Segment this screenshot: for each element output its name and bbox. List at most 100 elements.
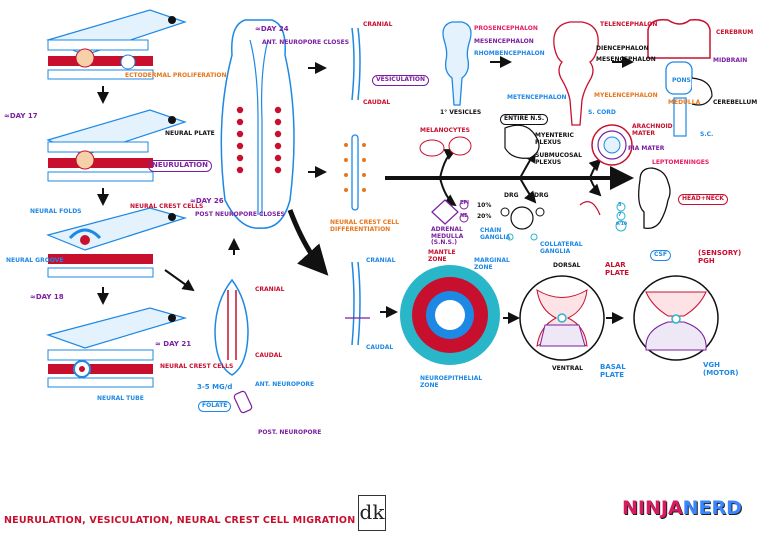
label-myenteric: MYENTERIC PLEXUS <box>535 132 574 146</box>
label-adrenal: ADRENAL MEDULLA (S.N.S.) <box>431 226 464 247</box>
arrow-to-adrenal <box>439 177 457 207</box>
arrow-to-head-neck <box>588 177 602 197</box>
label-vgh: VGH (MOTOR) <box>703 361 739 377</box>
melanocytes-drawing <box>419 136 472 157</box>
label-metencephalon: METENCEPHALON <box>507 94 567 101</box>
label-medulla: MEDULLA <box>668 99 701 106</box>
label-mesencephalon: MESENCEPHALON <box>474 38 534 45</box>
secondary-vesicles <box>553 21 599 126</box>
label-neural-groove: NEURAL GROOVE <box>6 257 64 264</box>
label-arachnoid: ARACHNOID MATER <box>632 123 673 137</box>
label-primary-vesicles: 1° VESICLES <box>440 109 482 116</box>
label-mesencephalon-2: MESENCEPHALON <box>596 56 656 63</box>
spinal-ganglia-drawing <box>500 206 545 241</box>
label-day21: ≈ DAY 21 <box>155 340 192 348</box>
label-drg-1: DRG <box>504 192 519 199</box>
arrow-to-melanocytes <box>439 149 457 179</box>
label-prosencephalon: PROSENCEPHALON <box>474 25 538 32</box>
label-n5: 5 <box>618 202 622 208</box>
label-10pct: 10% <box>477 202 492 209</box>
slab-neural-plate <box>46 109 187 182</box>
brand-word-1: NINJA <box>622 497 683 519</box>
adrenal-drawing <box>431 199 469 225</box>
label-sc: S.C. <box>700 131 714 138</box>
tube-ncc <box>344 134 366 211</box>
label-neurulation: NEURULATION <box>148 160 212 172</box>
slab-ectodermal-proliferation <box>46 9 187 80</box>
label-ant-neuropore: ANT. NEUROPORE <box>255 381 315 388</box>
label-myelencephalon: MYELENCEPHALON <box>594 92 658 99</box>
page-title: NEURULATION, VESICULATION, NEURAL CREST … <box>4 515 356 526</box>
label-folate: FOLATE <box>198 401 232 412</box>
label-pia: PIA MATER <box>628 145 665 152</box>
label-vesiculation: VESICULATION <box>372 75 430 86</box>
label-neural-plate: NEURAL PLATE <box>165 130 215 137</box>
gut-plexus-drawing <box>504 124 540 159</box>
primary-vesicles <box>442 21 472 106</box>
label-diencephalon: DIENCEPHALON <box>596 45 649 52</box>
label-neuroepithelial: NEUROEPITHELIAL ZONE <box>420 375 483 389</box>
label-pons: PONS <box>672 77 691 84</box>
label-neural-folds: NEURAL FOLDS <box>30 208 82 215</box>
label-n910: 9/10 <box>616 222 628 227</box>
label-cranial-2: CRANIAL <box>363 21 393 28</box>
arrow-to-day26 <box>164 269 195 292</box>
label-cerebrum: CEREBRUM <box>716 29 754 36</box>
arrow-to-tube-section <box>287 209 329 276</box>
dk-logo: dk <box>358 495 386 531</box>
label-caudal-2: CAUDAL <box>363 99 391 106</box>
label-cerebellum: CEREBELLUM <box>713 99 758 106</box>
label-20pct: 20% <box>477 213 492 220</box>
label-mantle: MANTLE ZONE <box>428 249 456 263</box>
label-submucosal: SUBMUCOSAL PLEXUS <box>535 152 582 166</box>
label-n7: 7 <box>618 212 622 218</box>
label-day18: ≈DAY 18 <box>30 293 64 301</box>
slab-neural-folds <box>46 207 188 278</box>
label-post-closes: POST NEUROPORE CLOSES <box>195 211 285 218</box>
label-csf: CSF <box>650 250 671 261</box>
label-alar: ALAR PLATE <box>605 261 630 277</box>
label-neural-crest-cells-2: NEURAL CREST CELLS <box>160 363 234 370</box>
neural-tube-zones <box>400 265 500 365</box>
label-cranial-1: CRANIAL <box>255 286 285 293</box>
label-caudal-1: CAUDAL <box>255 352 283 359</box>
label-collateral: COLLATERAL GANGLIA <box>540 241 583 255</box>
meninges-drawing <box>591 124 633 166</box>
label-day24: ≈DAY 24 <box>255 25 289 33</box>
label-telencephalon: TELENCEPHALON <box>600 21 658 28</box>
label-s-cord: S. CORD <box>588 109 616 116</box>
arrow-to-meninges <box>588 158 602 179</box>
embryo-day26 <box>214 278 253 414</box>
label-ventral: VENTRAL <box>552 365 583 372</box>
label-ant-closes: ANT. NEUROPORE CLOSES <box>262 39 350 46</box>
label-day17: ≈DAY 17 <box>4 112 38 120</box>
ninja-nerd-logo: NINJANERD <box>622 497 742 519</box>
label-post-neuropore: POST. NEUROPORE <box>258 429 322 436</box>
label-marginal: MARGINAL ZONE <box>474 257 510 271</box>
label-neural-crest-cells-1: NEURAL CREST CELLS <box>130 203 204 210</box>
label-basal: BASAL PLATE <box>600 363 626 379</box>
embryo-day24 <box>220 19 295 229</box>
label-melanocytes: MELANOCYTES <box>420 127 470 134</box>
label-ne: NE <box>460 213 468 219</box>
label-sensory: (SENSORY) PGH <box>698 249 742 265</box>
label-dose: 3-5 MG/d <box>197 383 233 391</box>
slab-neural-tube <box>45 307 188 388</box>
tube-cranial-caudal-1 <box>351 27 361 101</box>
alar-basal-plates <box>519 275 605 361</box>
label-ncc-differentiation: NEURAL CREST CELL DIFFERENTIATION <box>330 219 399 233</box>
label-head-neck: HEAD+NECK <box>678 194 728 205</box>
dk-logo-text: dk <box>359 500 385 524</box>
label-dorsal: DORSAL <box>553 262 581 269</box>
label-leptomeninges: LEPTOMENINGES <box>652 159 710 166</box>
label-chain: CHAIN GANGLIA <box>480 227 511 241</box>
adult-brain-regions <box>647 18 713 137</box>
spinal-cord-horns <box>633 275 719 361</box>
tube-cranial-caudal-2 <box>345 261 370 346</box>
label-ectodermal: ECTODERMAL PROLIFERATION <box>125 72 227 79</box>
label-entire-ns: ENTIRE N.S. <box>500 114 549 125</box>
label-epi: EPI <box>460 200 469 206</box>
label-midbrain: MIDBRAIN <box>713 57 748 64</box>
arrow-to-drg <box>519 177 537 204</box>
